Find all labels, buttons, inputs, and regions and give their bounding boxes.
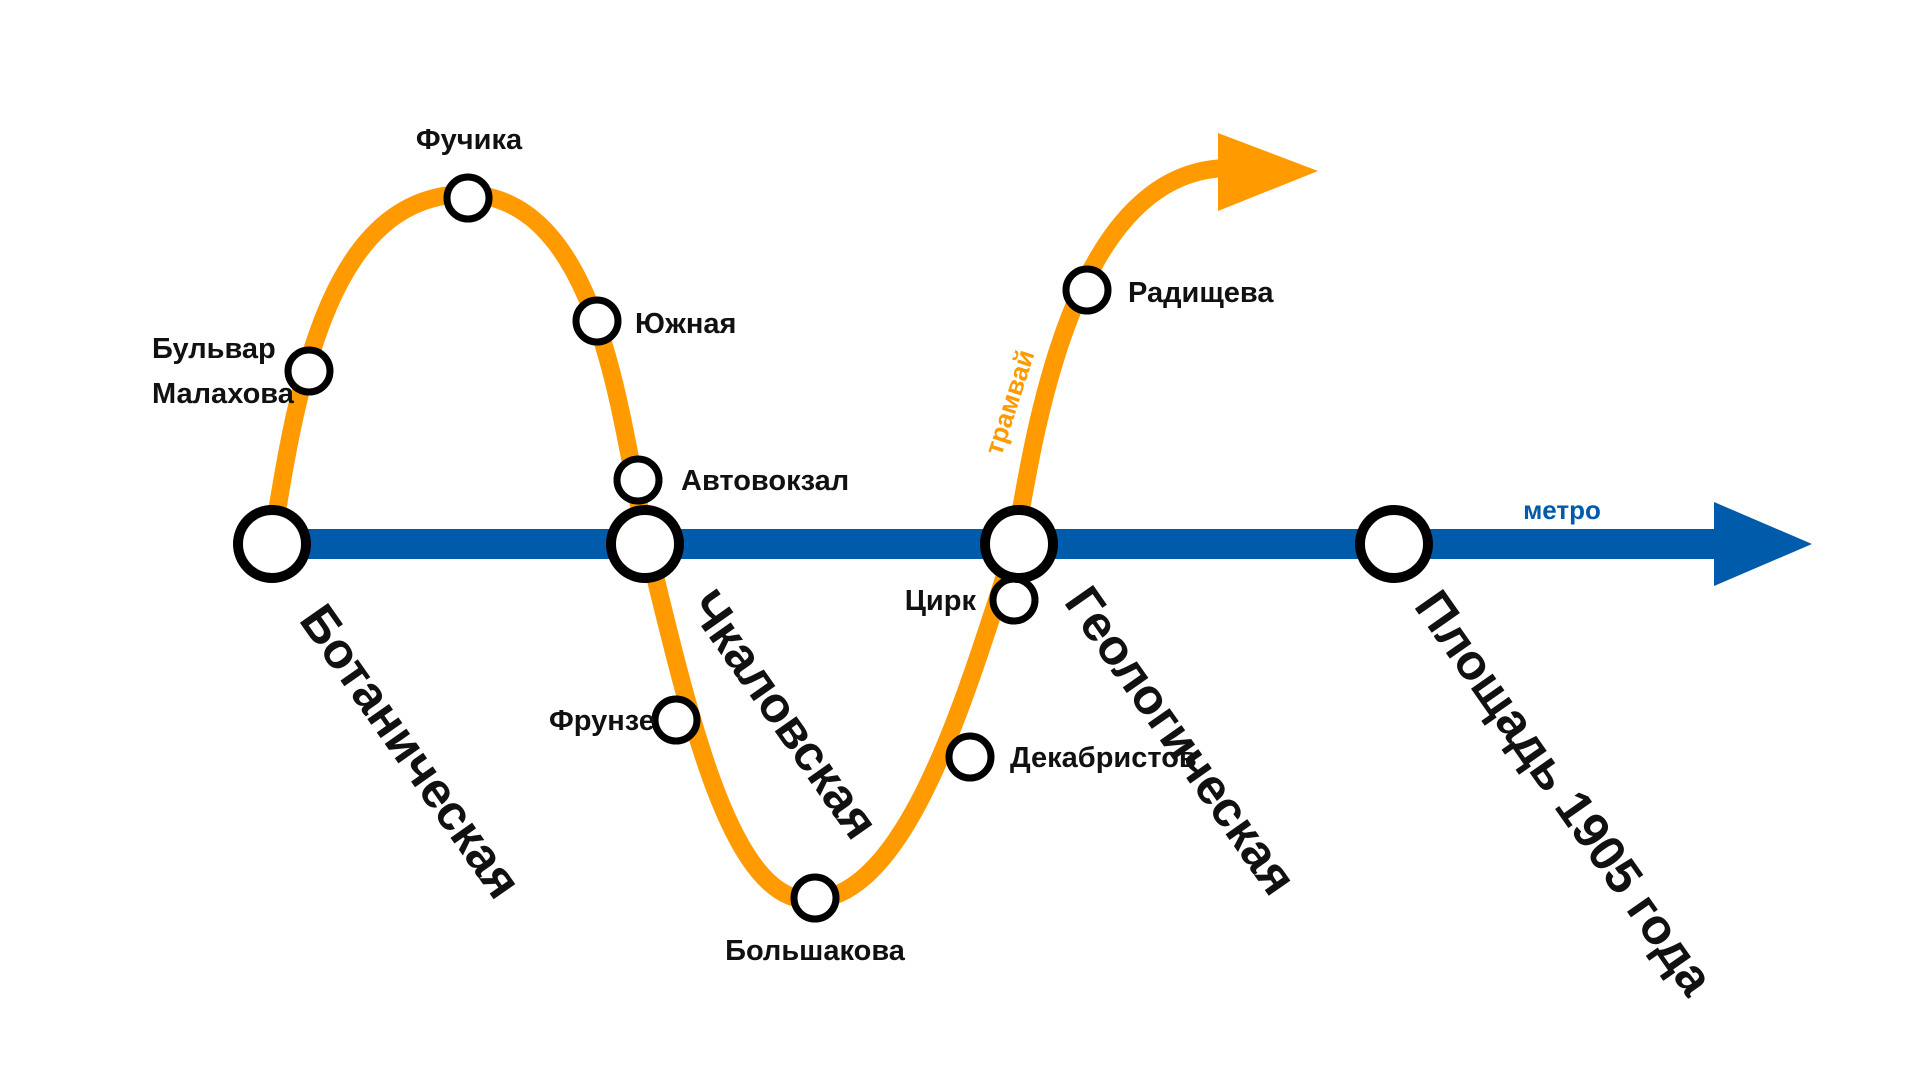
tram-stop-avtovokzal[interactable]: Автовокзал <box>613 455 849 505</box>
tram-stop-label: Южная <box>635 308 736 340</box>
metro-station-marker[interactable] <box>1355 505 1433 583</box>
tram-stop-label: Фрунзе <box>549 705 655 737</box>
tram-stop-marker[interactable] <box>284 346 334 396</box>
tram-stop-label: Большакова <box>725 935 906 967</box>
metro-direction-arrow <box>1714 502 1812 586</box>
tram-stop-marker[interactable] <box>1062 265 1112 315</box>
tram-stop-yuzhnaya[interactable]: Южная <box>572 296 736 346</box>
metro-station-botanicheskaya[interactable]: Ботаническая <box>233 505 532 908</box>
tram-stop-radishcheva[interactable]: Радищева <box>1062 265 1274 315</box>
tram-stop-label: Цирк <box>905 585 977 617</box>
tram-stop-marker[interactable] <box>989 575 1039 625</box>
tram-stop-frunze[interactable]: Фрунзе <box>549 695 701 745</box>
metro-station-marker[interactable] <box>980 505 1058 583</box>
tram-stop-marker[interactable] <box>790 873 840 923</box>
metro-station-geologicheskaya[interactable]: Геологическая <box>980 505 1308 905</box>
tram-stop-marker[interactable] <box>443 173 493 223</box>
tram-stop-label: Бульвар <box>152 333 276 365</box>
metro-station-marker[interactable] <box>606 505 684 583</box>
metro-line-label: метро <box>1523 495 1601 525</box>
metro-station-label: Ботаническая <box>289 594 532 908</box>
tram-stop-marker[interactable] <box>651 695 701 745</box>
metro-station-marker[interactable] <box>233 505 311 583</box>
tram-stop-marker[interactable] <box>613 455 663 505</box>
metro-station-label: Площадь 1905 года <box>1404 580 1725 1006</box>
tram-stop-label: Автовокзал <box>681 465 849 497</box>
tram-stop-bulvar-malakhova[interactable]: Бульвар Малахова <box>152 333 334 410</box>
tram-line-track <box>263 159 1237 910</box>
tram-stop-marker[interactable] <box>945 732 995 782</box>
tram-stop-tsirk[interactable]: Цирк <box>905 575 1039 625</box>
tram-stop-label: Декабристов <box>1010 742 1197 774</box>
tram-stop-label: Радищева <box>1128 277 1274 309</box>
tram-stop-label: Фучика <box>416 124 523 156</box>
metro-station-chkalovskaya[interactable]: Чкаловская <box>606 505 890 849</box>
tram-stop-fuchika[interactable]: Фучика <box>416 124 523 223</box>
metro-station-label: Геологическая <box>1054 576 1308 905</box>
tram-stop-label: Малахова <box>152 378 295 410</box>
metro-station-ploshchad-1905[interactable]: Площадь 1905 года <box>1355 505 1725 1006</box>
metro-station-label: Чкаловская <box>678 580 890 849</box>
tram-stop-dekabristov[interactable]: Декабристов <box>945 732 1197 782</box>
tram-direction-arrow <box>1218 133 1318 211</box>
tram-line: трамвай <box>263 133 1318 910</box>
tram-stop-bolshakova[interactable]: Большакова <box>725 873 906 967</box>
tram-stops: Бульвар Малахова Фучика Южная Автовокзал… <box>152 124 1274 967</box>
tram-stop-marker[interactable] <box>572 296 622 346</box>
